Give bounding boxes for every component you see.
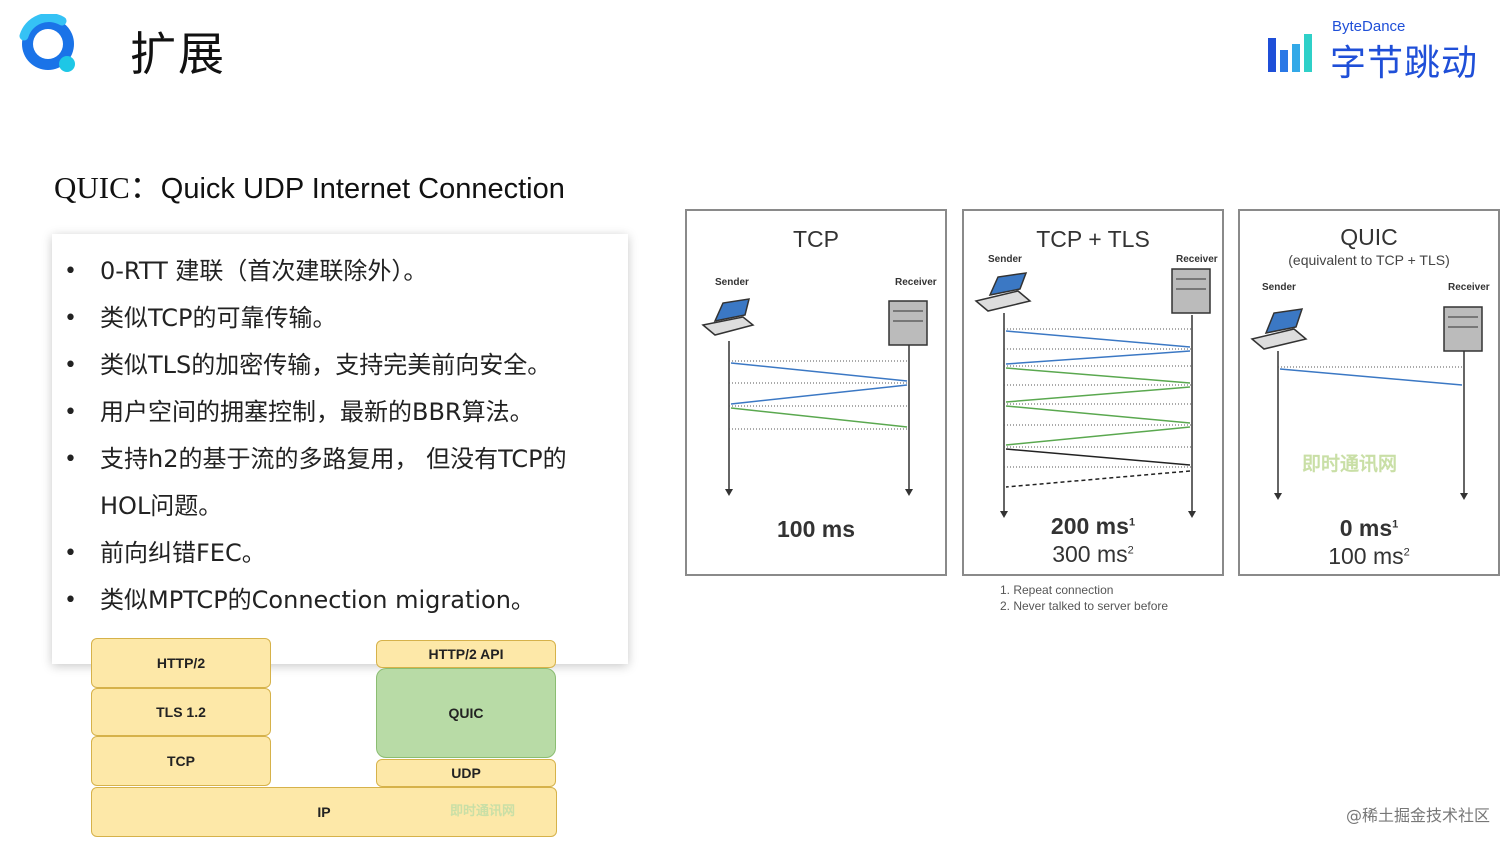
panel-subtitle: (equivalent to TCP + TLS) bbox=[1288, 252, 1450, 268]
panel-title: TCP bbox=[793, 226, 839, 252]
quic-handshake-panel: QUIC (equivalent to TCP + TLS) Sender Re… bbox=[1238, 209, 1500, 576]
list-item-continuation: HOL问题。 bbox=[100, 492, 223, 520]
feature-card: 0-RTT 建联（首次建联除外）。 类似TCP的可靠传输。 类似TLS的加密传输… bbox=[52, 234, 628, 664]
list-item: 类似TCP的可靠传输。 bbox=[52, 295, 600, 342]
list-item: 类似TLS的加密传输，支持完美前向安全。 bbox=[52, 342, 600, 389]
server-icon bbox=[1443, 306, 1483, 352]
server-icon bbox=[888, 300, 928, 346]
sender-label: Sender bbox=[715, 277, 749, 288]
feature-list: 0-RTT 建联（首次建联除外）。 类似TCP的可靠传输。 类似TLS的加密传输… bbox=[52, 248, 600, 624]
watermark-logo: 即时通讯网 bbox=[450, 804, 516, 819]
tcp-handshake-panel: TCP Sender Receiver 100 ms bbox=[685, 209, 947, 576]
laptop-icon bbox=[974, 272, 1032, 312]
latency-label-repeat: 0 ms1 bbox=[1339, 515, 1399, 541]
sequence-diagram bbox=[1250, 306, 1483, 500]
app-logo-icon bbox=[19, 14, 75, 72]
panel-title: TCP + TLS bbox=[1036, 226, 1150, 252]
source-credit: @稀土掘金技术社区 bbox=[1345, 806, 1490, 825]
sender-label: Sender bbox=[988, 254, 1022, 265]
footnote-1: 1. Repeat connection bbox=[1000, 583, 1114, 597]
stack-layer-udp: UDP bbox=[376, 759, 556, 787]
list-item: 用户空间的拥塞控制，最新的BBR算法。 bbox=[52, 389, 600, 436]
sender-label: Sender bbox=[1262, 282, 1296, 293]
sequence-diagram bbox=[974, 268, 1211, 518]
brand-name-cn: 字节跳动 bbox=[1330, 43, 1479, 84]
latency-label-repeat: 200 ms1 bbox=[1050, 513, 1136, 539]
receiver-label: Receiver bbox=[895, 277, 937, 288]
latency-label-new: 100 ms2 bbox=[1328, 543, 1410, 569]
list-item: 类似MPTCP的Connection migration。 bbox=[52, 577, 600, 624]
stack-layer-http2-api: HTTP/2 API bbox=[376, 640, 556, 668]
footnotes: 1. Repeat connection 2. Never talked to … bbox=[1000, 582, 1168, 614]
receiver-label: Receiver bbox=[1448, 282, 1490, 293]
brand-name-en: ByteDance bbox=[1332, 18, 1406, 35]
watermark-logo: 即时通讯网 bbox=[1302, 453, 1398, 475]
panel-title: QUIC bbox=[1340, 224, 1398, 250]
slide-subtitle: QUIC：Quick UDP Internet Connection bbox=[54, 162, 565, 207]
list-item: 0-RTT 建联（首次建联除外）。 bbox=[52, 248, 600, 295]
page-title: 扩展 bbox=[130, 27, 226, 81]
bytedance-bars-icon bbox=[1268, 34, 1312, 72]
stack-layer-http2: HTTP/2 bbox=[91, 638, 271, 688]
laptop-icon bbox=[701, 298, 755, 336]
footnote-2: 2. Never talked to server before bbox=[1000, 599, 1169, 613]
subtitle-text: Quick UDP Internet Connection bbox=[160, 173, 565, 205]
tcp-tls-handshake-panel: TCP + TLS Sender Receiver bbox=[962, 209, 1224, 576]
subtitle-prefix: QUIC： bbox=[54, 170, 161, 205]
bytedance-logo: ByteDance 字节跳动 bbox=[1266, 18, 1478, 84]
laptop-icon bbox=[1250, 308, 1308, 350]
latency-label-new: 300 ms2 bbox=[1052, 541, 1134, 567]
stack-layer-tcp: TCP bbox=[91, 736, 271, 786]
stack-layer-tls: TLS 1.2 bbox=[91, 688, 271, 736]
stack-layer-ip: IP bbox=[91, 787, 557, 837]
list-item: 前向纠错FEC。 bbox=[52, 530, 600, 577]
receiver-label: Receiver bbox=[1176, 254, 1218, 265]
stack-layer-quic: QUIC bbox=[376, 668, 556, 758]
server-icon bbox=[1171, 268, 1211, 314]
sequence-diagram bbox=[701, 298, 928, 496]
latency-label: 100 ms bbox=[776, 516, 855, 542]
